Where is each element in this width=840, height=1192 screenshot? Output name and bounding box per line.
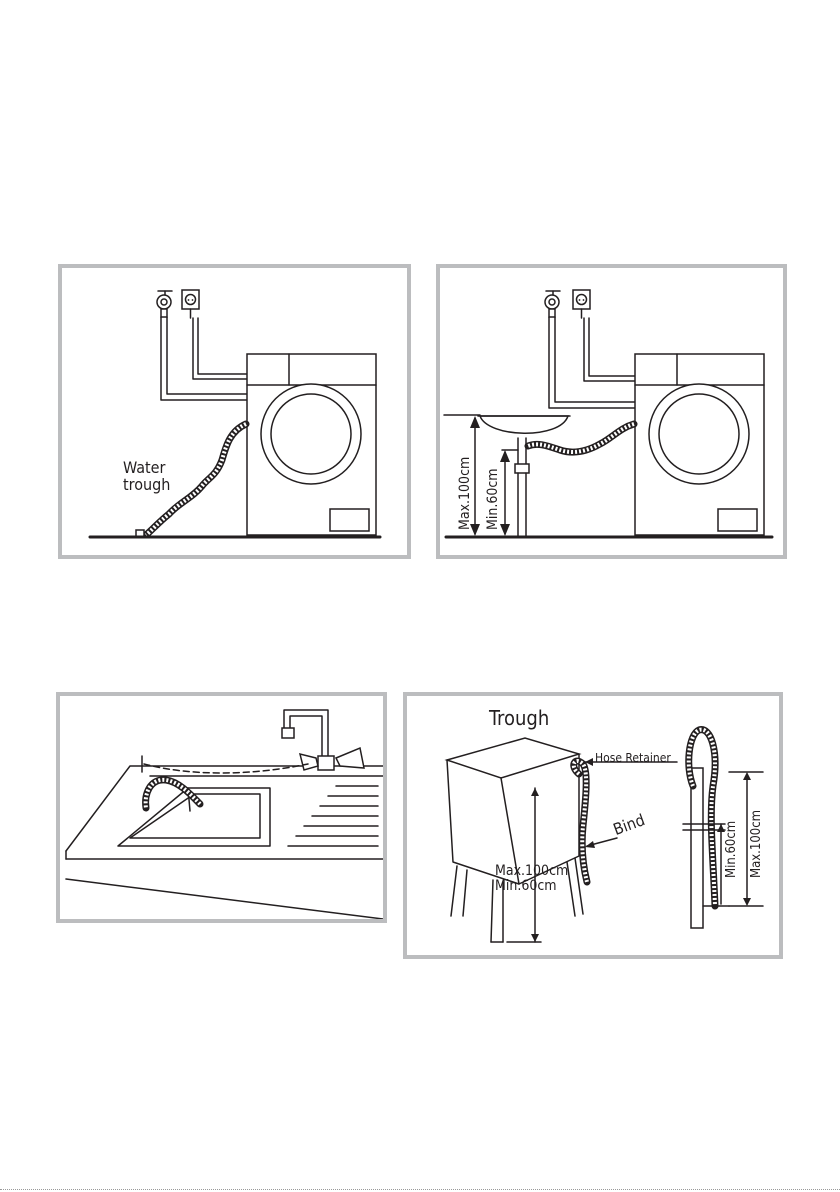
standpipe-max-label: Max.100cm: [750, 810, 763, 878]
figure-sink: [56, 692, 387, 923]
washing-machine-icon: [635, 354, 764, 535]
washing-machine-icon: [247, 354, 376, 535]
min-height-dimension: [500, 450, 518, 536]
faucet-icon: [282, 710, 364, 770]
min-height-label: Min.60cm: [486, 468, 500, 530]
sink-illustration: [60, 696, 383, 919]
power-socket-icon: [573, 290, 590, 318]
water-tap-icon: [157, 291, 172, 317]
standpipe-min-label: Min.60cm: [725, 821, 738, 878]
figure-trough-standpipe: Trough Hose Retainer Bind Max.100cm Min.…: [403, 692, 783, 959]
page-bottom-rule: [0, 1189, 840, 1190]
power-socket-icon: [182, 290, 199, 318]
hose-retainer-label: Hose Retainer: [595, 752, 671, 765]
figure-water-trough: Water trough: [58, 264, 411, 559]
trough-icon: [447, 738, 583, 942]
max-height-label: Max.100cm: [458, 457, 472, 530]
water-trough-illustration: [62, 268, 407, 555]
water-trough-label: Water trough: [123, 460, 170, 494]
trough-height-label: Max.100cm Min.60cm: [495, 864, 568, 893]
trough-label: Trough: [489, 708, 549, 729]
figure-basin-drain: Max.100cm Min.60cm: [436, 264, 787, 559]
water-tap-icon: [545, 291, 560, 317]
drainboard-grooves: [288, 786, 378, 846]
